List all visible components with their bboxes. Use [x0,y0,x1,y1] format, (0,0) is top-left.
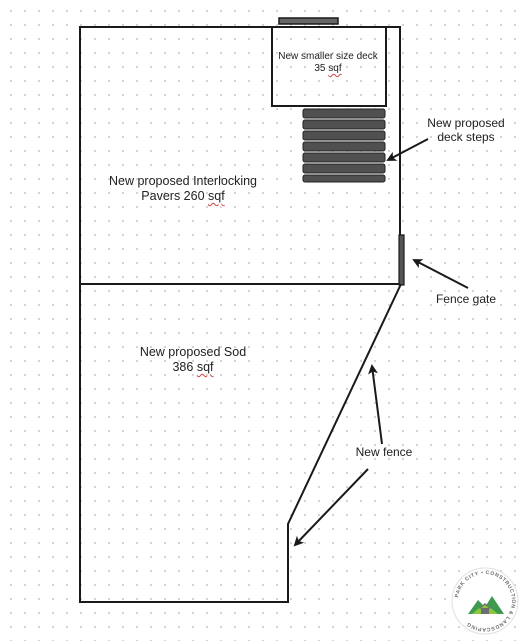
sod-area-unit: sqf [196,360,214,374]
deck-step [302,130,386,141]
pavers-area-unit: sqf [208,189,225,203]
deck-top-bar [278,17,339,25]
sod-area-value: 386 [172,360,194,374]
fence-gate-label: Fence gate [435,292,497,306]
sod-area-outline [79,283,402,603]
company-logo: PARK CITY • CONSTRUCTION & LANDSCAPING [450,566,520,636]
deck-step [302,174,386,183]
arrow-to-new-fence-upper [368,364,383,445]
deck-label-line1: New smaller size deck [278,51,378,62]
pavers-label-line1: New proposed Interlocking [109,174,257,188]
deck-label: New smaller size deck 35 sqf [272,51,384,75]
pavers-label: New proposed Interlocking Pavers 260 sqf [100,174,266,204]
deck-step [302,108,386,119]
deck-steps-label: New proposed deck steps [416,116,516,145]
sod-label: New proposed Sod 386 sqf [118,345,268,375]
fence-gate [398,234,405,286]
deck-steps-label-line2: deck steps [437,130,495,145]
sod-label-line1: New proposed Sod [139,345,247,359]
new-fence-label: New fence [355,445,413,459]
deck-step [302,119,386,130]
pavers-label-line2: Pavers 260 [141,189,205,203]
deck-outline [271,27,387,107]
arrow-to-new-fence-lower [293,468,369,547]
deck-step [302,152,386,163]
deck-area-value: 35 [314,63,326,74]
deck-steps [302,108,386,183]
deck-area-unit: sqf [328,63,342,74]
deck-step [302,163,386,174]
deck-steps-label-line1: New proposed [427,116,505,130]
arrow-to-deck-steps [386,138,429,161]
arrow-to-fence-gate [412,259,469,289]
deck-step [302,141,386,152]
